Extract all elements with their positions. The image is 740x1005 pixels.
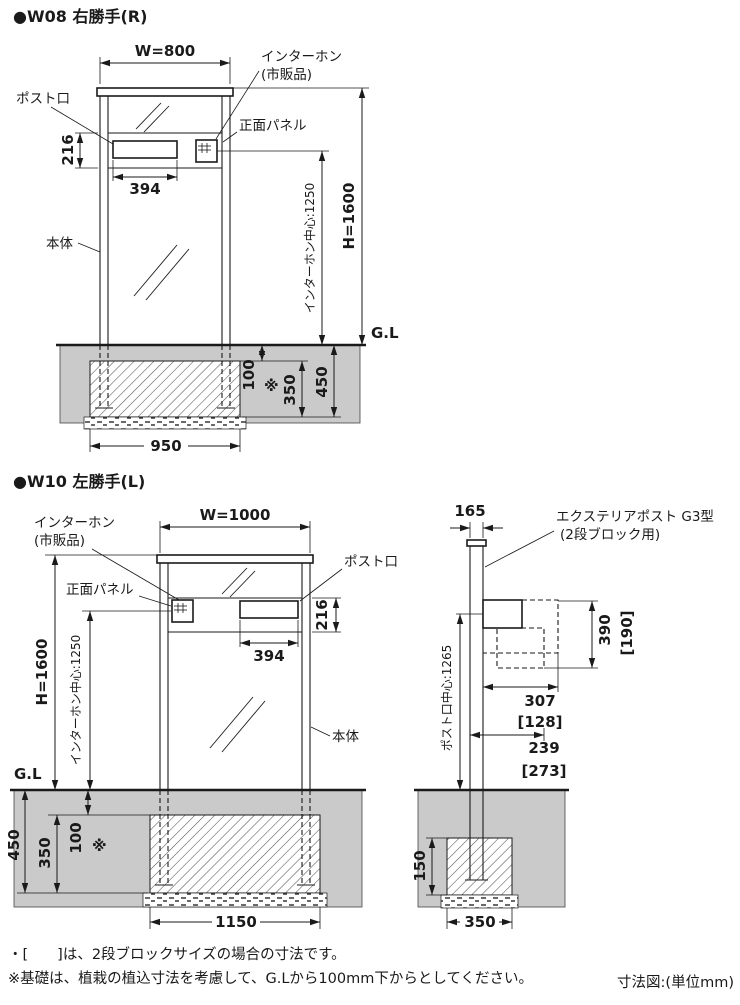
w08-dim-950: 950 bbox=[150, 437, 181, 455]
side-dim-190: [190] bbox=[618, 610, 636, 655]
w08-intercom-label: インターホン bbox=[261, 49, 342, 65]
side-two-block-outline bbox=[496, 627, 545, 669]
w08-intercom bbox=[195, 139, 218, 163]
w08-gl-label: G.L bbox=[371, 324, 399, 342]
side-view: 165 390 [190] 307 [128] 239 [273] ポスト口中心… bbox=[411, 502, 714, 931]
w10-intercom-label: インターホン bbox=[34, 515, 115, 531]
side-labels: エクステリアポスト G3型 (2段ブロック用) bbox=[484, 509, 714, 568]
w08-dim-100: 100 bbox=[240, 359, 258, 390]
w10-dimensions: W=1000 216 394 H=1600 インターホン中心:1250 G.L … bbox=[5, 506, 341, 931]
w10-top-cap bbox=[156, 554, 314, 564]
side-foundation bbox=[446, 837, 513, 896]
w08-ground bbox=[56, 343, 366, 430]
side-ground bbox=[414, 788, 569, 909]
side-dim-390: 390 bbox=[596, 614, 614, 645]
side-post bbox=[465, 539, 559, 881]
w10-post-mouth-label: ポスト口 bbox=[344, 554, 398, 570]
w08-title: ●W08 右勝手(R) bbox=[13, 7, 147, 26]
w10-front-panel-label: 正面パネル bbox=[66, 582, 134, 598]
side-post-mouth-center-dim: ポスト口中心:1265 bbox=[439, 645, 454, 752]
w10-title: ●W10 左勝手(L) bbox=[13, 472, 145, 491]
w10-gl-label: G.L bbox=[14, 765, 42, 783]
w10-intercom bbox=[171, 599, 194, 623]
w10-intercom-label-2: (市販品) bbox=[34, 532, 85, 549]
w08-front-panel-label: 正面パネル bbox=[239, 118, 307, 134]
w08-dim-350: 350 bbox=[281, 374, 299, 405]
unit-note: 寸法図:(単位mm) bbox=[617, 974, 734, 991]
w08-dimensions: W=800 216 394 H=1600 インターホン中心:1250 G.L 1… bbox=[59, 42, 399, 455]
w08-post-mouth bbox=[112, 140, 178, 159]
side-dim-350: 350 bbox=[464, 913, 495, 931]
w10-dim-450: 450 bbox=[5, 829, 23, 860]
w10-dim-1150: 1150 bbox=[215, 913, 257, 931]
w08-intercom-center-dim: インターホン中心:1250 bbox=[302, 183, 317, 314]
w10-body-label: 本体 bbox=[332, 729, 359, 745]
note-foundation: ※基礎は、植栽の植込寸法を考慮して、G.Lから100mm下からとしてください。 bbox=[8, 970, 533, 987]
side-post-cap bbox=[466, 539, 487, 547]
side-box-hidden-outline bbox=[483, 599, 559, 654]
side-gravel-base bbox=[440, 894, 519, 909]
w08-post-mouth-label: ポスト口 bbox=[16, 91, 70, 107]
side-dim-128: [128] bbox=[517, 713, 562, 731]
side-dim-165: 165 bbox=[454, 502, 485, 520]
w10-ground bbox=[10, 788, 366, 908]
side-dim-150: 150 bbox=[411, 850, 429, 881]
side-dimensions: 165 390 [190] 307 [128] 239 [273] ポスト口中心… bbox=[411, 502, 636, 931]
w08-dim-216: 216 bbox=[59, 134, 77, 165]
w10-dim-216: 216 bbox=[313, 599, 331, 630]
w10-foundation bbox=[149, 814, 321, 894]
w10-intercom-center-dim: インターホン中心:1250 bbox=[68, 635, 83, 766]
w10-view: ●W10 左勝手(L) bbox=[5, 472, 398, 931]
w08-gravel-base bbox=[83, 416, 247, 430]
side-product-label-2: (2段ブロック用) bbox=[560, 526, 660, 543]
footer-notes: ・[ ]は、2段ブロックサイズの場合の寸法です。 ※基礎は、植栽の植込寸法を考慮… bbox=[8, 945, 734, 991]
w10-labels: インターホン (市販品) 正面パネル ポスト口 本体 bbox=[34, 515, 398, 745]
note-bracket: ・[ ]は、2段ブロックサイズの場合の寸法です。 bbox=[8, 945, 346, 963]
w10-unit bbox=[155, 554, 315, 886]
w10-width-dim: W=1000 bbox=[200, 506, 271, 524]
w10-dim-394: 394 bbox=[253, 647, 284, 665]
side-product-label: エクステリアポスト G3型 bbox=[556, 509, 714, 525]
w08-dim-394: 394 bbox=[129, 180, 160, 198]
w10-height-dim: H=1600 bbox=[33, 639, 51, 706]
w08-labels: ポスト口 インターホン (市販品) 正面パネル 本体 bbox=[16, 49, 342, 253]
side-dim-307: 307 bbox=[524, 692, 555, 710]
w10-post-mouth bbox=[239, 600, 299, 619]
side-dim-239: 239 bbox=[528, 739, 559, 757]
w08-intercom-label-2: (市販品) bbox=[261, 66, 312, 83]
w08-height-dim: H=1600 bbox=[340, 183, 358, 250]
w08-unit bbox=[95, 87, 235, 409]
side-post-mouth-box bbox=[482, 599, 523, 629]
w10-dim-350: 350 bbox=[36, 837, 54, 868]
w08-dim-450: 450 bbox=[313, 366, 331, 397]
w08-top-cap bbox=[96, 87, 234, 97]
w10-gravel-base bbox=[142, 892, 328, 908]
w08-width-dim: W=800 bbox=[135, 42, 195, 60]
w08-body-label: 本体 bbox=[46, 236, 73, 252]
w08-foundation bbox=[89, 360, 241, 418]
side-dim-273: [273] bbox=[521, 762, 566, 780]
w08-asterisk: ※ bbox=[264, 377, 279, 395]
w10-dim-100: 100 bbox=[67, 822, 85, 853]
w10-asterisk: ※ bbox=[92, 837, 107, 855]
w08-view: ●W08 右勝手(R) bbox=[13, 7, 399, 455]
